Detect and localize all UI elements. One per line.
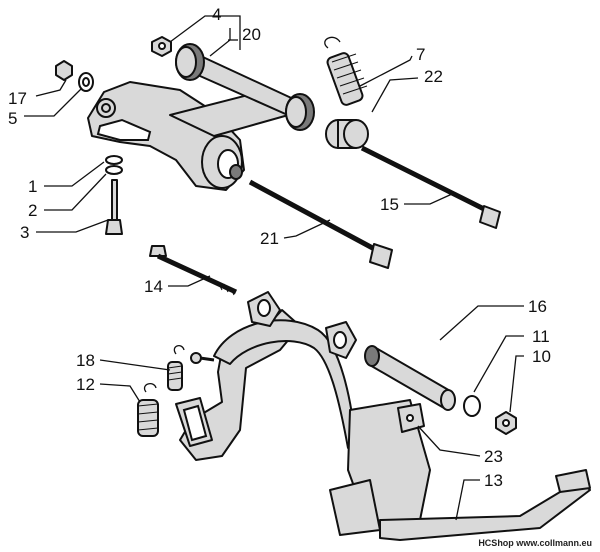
callout-22: 22 — [424, 67, 443, 86]
long-bolt-part-15 — [360, 145, 501, 229]
silent-block-bushing — [201, 135, 243, 189]
callout-3: 3 — [20, 223, 29, 242]
callout-labels: 4 20 17 5 7 22 1 2 3 15 21 14 16 11 10 1… — [8, 5, 551, 490]
spacer-part-22 — [325, 119, 369, 149]
callout-4: 4 — [212, 5, 221, 24]
circlip-part-11 — [463, 395, 481, 417]
long-bolt-part-21 — [248, 179, 393, 269]
callout-18: 18 — [76, 351, 95, 370]
spring-part-7 — [324, 36, 368, 106]
stand-pivot-bolt-part-14 — [149, 245, 238, 296]
spring-part-12 — [137, 382, 159, 437]
stand-bracket-clip — [175, 397, 213, 447]
leader-lines — [24, 15, 524, 521]
plate-part-23 — [397, 403, 425, 433]
callout-15: 15 — [380, 195, 399, 214]
callout-2: 2 — [28, 201, 37, 220]
centre-stand-frame — [179, 291, 591, 541]
callout-23: 23 — [484, 447, 503, 466]
nut-part-4 — [151, 36, 172, 57]
callout-12: 12 — [76, 375, 95, 394]
washer-part-5 — [78, 72, 94, 92]
spring-part-18 — [167, 345, 185, 391]
washers-part-1-2 — [105, 155, 123, 175]
nut-part-10 — [495, 411, 517, 435]
callout-5: 5 — [8, 109, 17, 128]
small-bolt — [190, 352, 215, 364]
axle-tube-part-16 — [364, 345, 456, 411]
callout-7: 7 — [416, 45, 425, 64]
callout-14: 14 — [144, 277, 163, 296]
link-arm — [175, 43, 315, 131]
bolt-part-3 — [105, 179, 123, 235]
callout-16: 16 — [528, 297, 547, 316]
callout-13: 13 — [484, 471, 503, 490]
callout-10: 10 — [532, 347, 551, 366]
callout-1: 1 — [28, 177, 37, 196]
nut-part-17 — [55, 60, 73, 81]
watermark-text: HCShop www.collmann.eu — [478, 538, 592, 548]
callout-21: 21 — [260, 229, 279, 248]
callout-17: 17 — [8, 89, 27, 108]
callout-20: 20 — [242, 25, 261, 44]
callout-11: 11 — [532, 327, 550, 346]
